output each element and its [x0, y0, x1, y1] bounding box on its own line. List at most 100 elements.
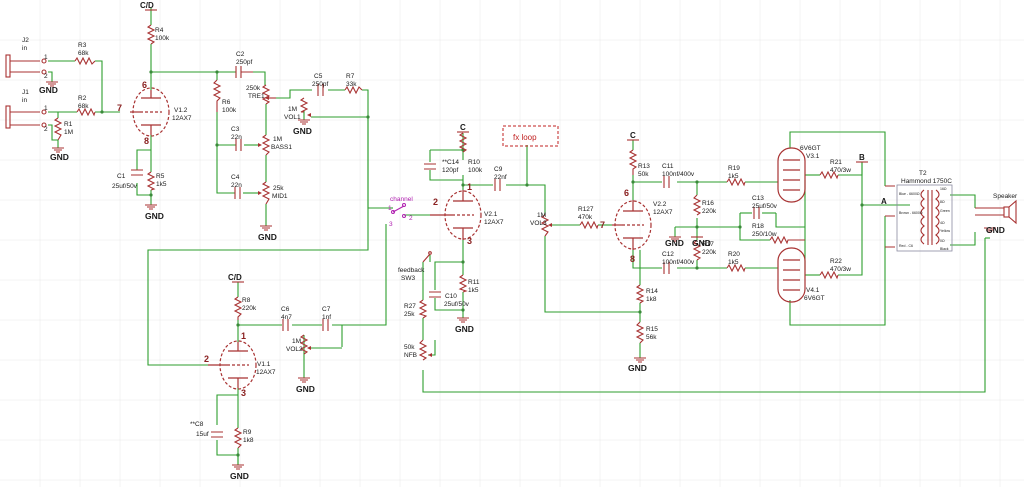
c7-value: 1nf	[322, 314, 331, 321]
t2-sec-8: 8Ω	[940, 200, 945, 204]
r127-value: 470k	[578, 214, 593, 221]
gnd-v21: GND	[455, 317, 474, 334]
r11-ref: R11	[468, 279, 480, 286]
resistor-r27: R27 25k	[404, 299, 428, 319]
r5-value: 1k5	[156, 181, 167, 188]
resistor-r18: R18 250/10w	[752, 223, 805, 245]
resistor-r1: R1 1M	[53, 117, 73, 141]
c13-value: 25uf/50v	[752, 203, 778, 210]
capacitor-c2: C2 250pf	[235, 51, 253, 78]
mid1-value: 25k	[273, 185, 284, 192]
v21-pin-plate: 1	[467, 182, 472, 192]
t2-sec-black: Black	[940, 247, 949, 251]
mid1-ref: MID1	[272, 193, 288, 200]
r13-value: 50k	[638, 171, 649, 178]
c9-ref: C9	[494, 166, 503, 173]
channel-pin2: 2	[409, 215, 413, 222]
r2-ref: R2	[78, 95, 87, 102]
t2-sec-0: 0Ω	[940, 239, 945, 243]
tube-v31: 6V6GT V3.1	[777, 145, 821, 203]
output-transformer-t2: T2 Hammond 1750C Blue - 6600Ω Brown - 66…	[885, 170, 953, 252]
resistor-r3: R3 68k	[74, 42, 96, 66]
resistor-r13: R13 50k	[628, 149, 650, 178]
supply-c-v21: C	[460, 123, 466, 132]
r27-ref: R27	[404, 303, 416, 310]
tube-v41: V4.1 6V6GT	[777, 247, 825, 303]
c8-value: 15uf	[196, 431, 209, 438]
gnd-r1: GND	[50, 147, 69, 162]
gnd-vol1: GND	[293, 119, 312, 136]
r6-ref: R6	[222, 99, 231, 106]
channel-pin3: 3	[389, 221, 393, 228]
j1-ref: J1	[22, 89, 29, 96]
c1-value: 25uf/50v	[112, 183, 138, 190]
c14-value: 120pf	[442, 167, 458, 174]
c10-ref: C10	[445, 293, 457, 300]
gnd-v22: GND	[628, 357, 647, 373]
r22-value: 470/3w	[830, 266, 851, 273]
speaker-label: Speaker	[993, 193, 1018, 200]
pot-vol3: 1M VOL3	[530, 212, 552, 237]
capacitor-c1: C1 25uf/50v	[112, 169, 143, 190]
svg-text:GND: GND	[258, 232, 277, 242]
svg-text:GND: GND	[50, 152, 69, 162]
c4-ref: C4	[231, 174, 240, 181]
t2-ref: T2	[919, 170, 927, 177]
speaker: Speaker	[975, 193, 1018, 225]
gnd-c13: GND	[665, 236, 684, 248]
resistor-r5: R5 1k5	[146, 171, 167, 191]
feedback-label: feedback	[398, 267, 425, 274]
t2-sec-green: Green	[940, 209, 950, 213]
j1-pin1: 1	[44, 105, 48, 112]
svg-text:GND: GND	[39, 85, 58, 95]
c11-ref: C11	[662, 163, 674, 170]
tre1-value: 250k	[246, 85, 261, 92]
r14-ref: R14	[646, 288, 658, 295]
c2-ref: C2	[236, 51, 245, 58]
svg-text:GND: GND	[455, 324, 474, 334]
c3-ref: C3	[231, 126, 240, 133]
r17-value: 220k	[702, 249, 717, 256]
v11-pin-plate: 1	[241, 331, 246, 341]
fx-loop-label: fx loop	[513, 133, 537, 142]
tre1-ref: TRE1	[248, 93, 265, 100]
resistor-r20: R20 1k5	[726, 251, 746, 273]
r1-value: 1M	[64, 129, 73, 136]
resistor-r17: R17 220k	[692, 239, 717, 261]
v31-ref: V3.1	[806, 153, 820, 160]
v21-pin-grid: 2	[433, 197, 438, 207]
c8-ref: **C8	[190, 421, 204, 428]
v11-ref: V1.1	[257, 361, 271, 368]
bass1-value: 1M	[273, 136, 282, 143]
r7-value: 33k	[346, 81, 357, 88]
svg-text:GND: GND	[230, 471, 249, 481]
gnd-j2: GND	[39, 81, 58, 95]
r14-value: 1k8	[646, 296, 657, 303]
pot-vol1: 1M VOL1	[284, 97, 311, 121]
svg-text:GND: GND	[692, 238, 711, 248]
v22-pin-cathode: 8	[630, 254, 635, 264]
bass1-ref: BASS1	[271, 144, 292, 151]
supply-a: A	[881, 197, 887, 206]
svg-text:GND: GND	[293, 126, 312, 136]
v12-pin-cathode: 8	[144, 136, 149, 146]
gnd-v11: GND	[230, 464, 249, 481]
t2-sec-4: 4Ω	[940, 221, 945, 225]
c1-ref: C1	[117, 173, 126, 180]
c11-value: 100nf/400v	[662, 171, 695, 178]
resistor-r127: R127 470k	[578, 206, 599, 230]
capacitor-c4: C4 22n	[231, 174, 242, 199]
j2-ref: J2	[22, 37, 29, 44]
v41-ref: V4.1	[806, 287, 820, 294]
r19-value: 1k5	[728, 173, 739, 180]
j1-pin2: 2	[44, 126, 48, 133]
r8-value: 220k	[242, 305, 257, 312]
v12-ref: V1.2	[174, 107, 188, 114]
c12-ref: C12	[662, 251, 674, 258]
channel-switch-label: channel	[390, 196, 413, 203]
c6-ref: C6	[281, 306, 290, 313]
capacitor-c11: C11 100nf/400v	[662, 163, 695, 188]
capacitor-c6: C6 4n7	[281, 306, 292, 331]
